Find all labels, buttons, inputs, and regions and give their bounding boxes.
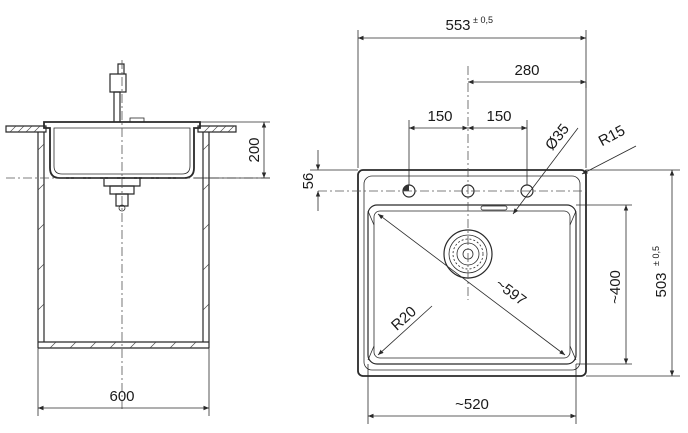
cabinet-width-dimension: 600 [37, 348, 210, 416]
sink-outer-outline [357, 169, 587, 377]
overall-depth-tolerance: ± 0,5 [651, 246, 661, 266]
overall-width-tolerance: ± 0,5 [473, 15, 493, 25]
overall-depth-dimension: 503 ± 0,5 [586, 169, 680, 377]
hole-spacing-left-label: 150 [427, 108, 452, 125]
bowl-depth-dimension: 200 [194, 121, 270, 179]
overall-width-dimension: 553 ± 0,5 [357, 15, 587, 168]
bowl-radius-dimension: R20 [377, 303, 433, 356]
hole-diameter-dimension: Ø35 [512, 121, 579, 215]
bowl-length-dimension: ~400 [576, 204, 632, 365]
outer-radius-dimension: R15 [581, 122, 637, 175]
bowl-radius-label: R20 [388, 303, 420, 334]
sink-rim [363, 175, 581, 371]
outer-radius-label: R15 [596, 122, 628, 150]
overflow-slot [480, 205, 508, 211]
bowl-width-dimension: ~520 [367, 364, 577, 424]
hole-row-offset-label: 56 [300, 173, 317, 190]
side-view: 200 600 [5, 60, 270, 416]
tap-offset-dimension: 280 [468, 62, 587, 88]
countertop [5, 125, 237, 133]
faucet [109, 63, 145, 123]
cabinet-width-label: 600 [109, 388, 134, 405]
bowl-length-label: ~400 [607, 270, 624, 304]
hole-diameter-label: Ø35 [542, 121, 573, 154]
bowl-width-label: ~520 [455, 396, 489, 413]
bowl-outline [367, 204, 577, 365]
overall-width-label: 553 [445, 17, 470, 34]
cabinet [37, 132, 210, 349]
hole-spacing-dimension: 150 150 [408, 108, 528, 185]
hole-row-offset-dimension: 56 [300, 150, 358, 211]
top-view: ~597 R20 Ø35 R15 553 ± 0,5 2 [300, 15, 680, 424]
overall-depth-label: 503 [653, 272, 670, 297]
hole-spacing-right-label: 150 [486, 108, 511, 125]
bowl-depth-label: 200 [246, 137, 263, 162]
tap-offset-label: 280 [514, 62, 539, 79]
